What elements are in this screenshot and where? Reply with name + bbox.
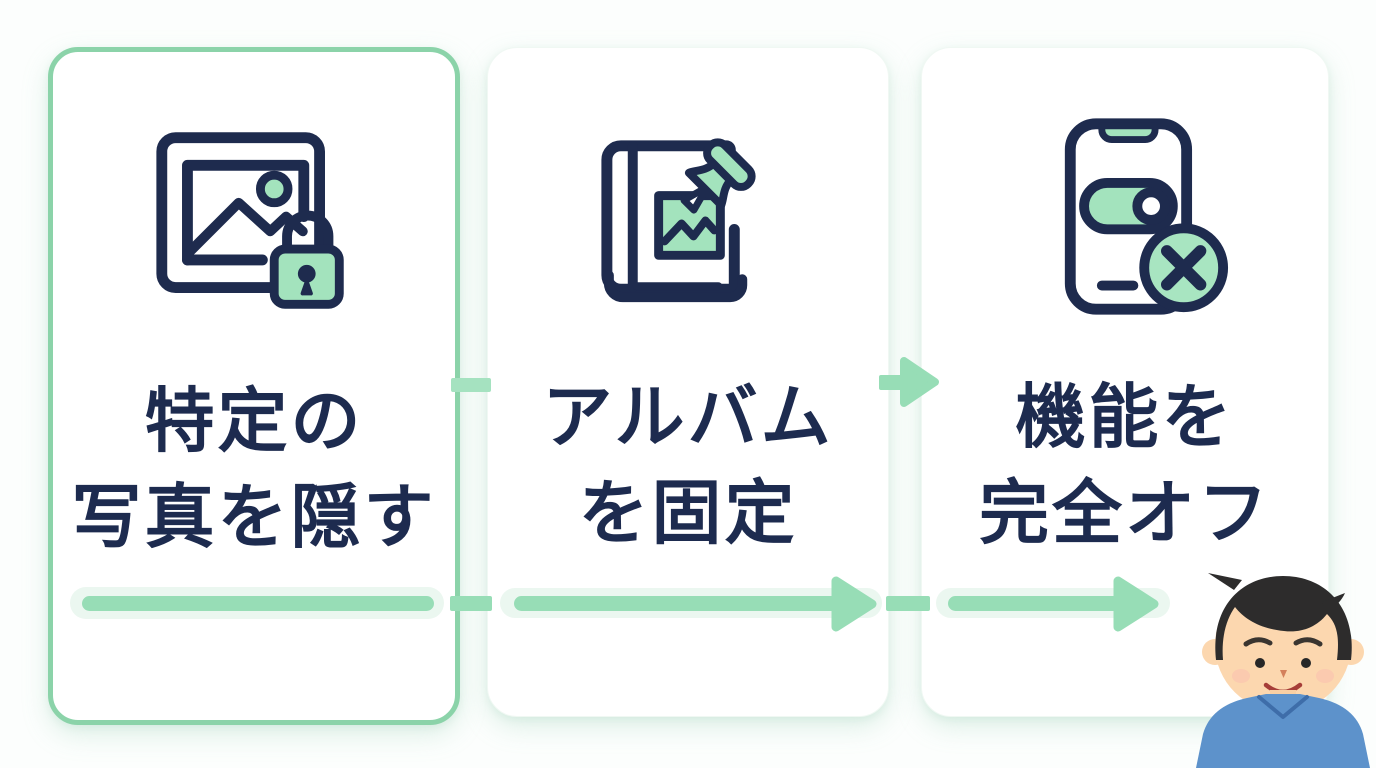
flow-bar-3 — [948, 596, 1116, 611]
step3-icon-row — [922, 110, 1328, 322]
step1-title: 特定の 写真を隠す — [53, 374, 455, 566]
step1-icon-row — [53, 114, 455, 326]
step2-title: アルバム を固定 — [488, 370, 888, 562]
upper-arrowhead — [900, 357, 939, 407]
flow-bar-1 — [82, 596, 434, 611]
upper-connector-2-stem — [879, 375, 905, 390]
flow-bar-2 — [514, 596, 834, 611]
step2-icon-row — [488, 110, 888, 324]
step1-title-line2: 写真を隠す — [71, 475, 437, 558]
step3-title: 機能を 完全オフ — [922, 370, 1328, 562]
step1-title-line1: 特定の — [144, 380, 364, 462]
photo-lock-icon — [156, 132, 344, 309]
step2-title-line1: アルバム — [542, 376, 834, 458]
step2-title-line2: を固定 — [578, 471, 798, 554]
step3-title-line2: 完全オフ — [979, 471, 1271, 554]
step3-title-line1: 機能を — [1015, 376, 1235, 458]
flow-arrowhead-3 — [1113, 576, 1159, 632]
phone-off-icon — [1064, 118, 1229, 315]
flow-connector-2 — [886, 596, 930, 611]
flow-connector-1 — [450, 596, 492, 611]
smiling-man-illustration — [1196, 573, 1370, 768]
step-card-hide-photos: 特定の 写真を隠す — [48, 47, 460, 725]
album-pin-icon — [601, 138, 756, 303]
flow-arrowhead-2 — [831, 576, 877, 632]
upper-connector-1 — [451, 378, 491, 392]
